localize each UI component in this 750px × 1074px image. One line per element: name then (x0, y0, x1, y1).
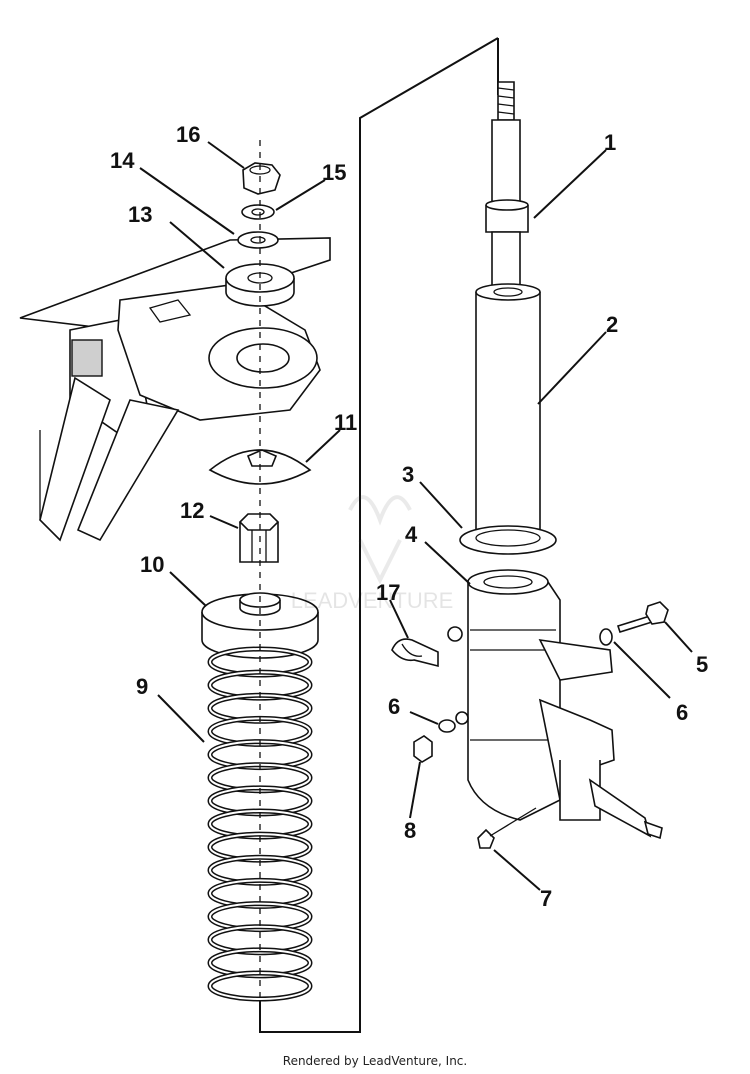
part-1-shaft (485, 81, 529, 293)
callout-12: 12 (180, 498, 204, 523)
leader-lines (139, 141, 693, 891)
part-8-nut (413, 735, 433, 763)
part-12-nut (238, 513, 280, 563)
footer-credit: Rendered by LeadVenture, Inc. (282, 1054, 468, 1068)
callout-labels: 1 2 3 4 5 6 6 7 8 9 10 11 12 13 14 15 16… (110, 122, 708, 911)
callout-15: 15 (322, 160, 346, 185)
watermark-logo (348, 495, 412, 585)
spring-coil-highlight (209, 856, 311, 885)
spring-coil-highlight (209, 902, 311, 931)
callout-13: 13 (128, 202, 152, 227)
callout-2: 2 (606, 312, 618, 337)
part-7-screw (477, 807, 537, 849)
watermark-text: LEADVENTURE (291, 588, 454, 613)
part-14-washer (237, 231, 279, 249)
callout-5: 5 (696, 652, 708, 677)
callout-17: 17 (376, 580, 400, 605)
spring-coil-highlight (209, 879, 311, 908)
callout-4: 4 (405, 522, 418, 547)
part-15-washer (241, 204, 275, 220)
part-5-bolt (616, 601, 669, 633)
callout-14: 14 (110, 148, 135, 173)
part-6-washer-right (599, 628, 613, 646)
part-17-clamp (391, 638, 439, 668)
part-2-shock-body (475, 283, 541, 543)
callout-6-right: 6 (676, 700, 688, 725)
callout-10: 10 (140, 552, 164, 577)
callout-7: 7 (540, 886, 552, 911)
callout-3: 3 (402, 462, 414, 487)
part-6-washer-left (438, 719, 456, 733)
spring-coil-highlight (209, 925, 311, 954)
callout-9: 9 (136, 674, 148, 699)
frame-axle-arm (19, 237, 331, 542)
callout-1: 1 (604, 130, 616, 155)
callout-11: 11 (334, 410, 357, 435)
callout-6-left: 6 (388, 694, 400, 719)
part-4-spindle-housing (447, 569, 663, 840)
callout-16: 16 (176, 122, 200, 147)
callout-8: 8 (404, 818, 416, 843)
part-16-nut (242, 162, 281, 195)
part-3-washer (459, 525, 557, 555)
